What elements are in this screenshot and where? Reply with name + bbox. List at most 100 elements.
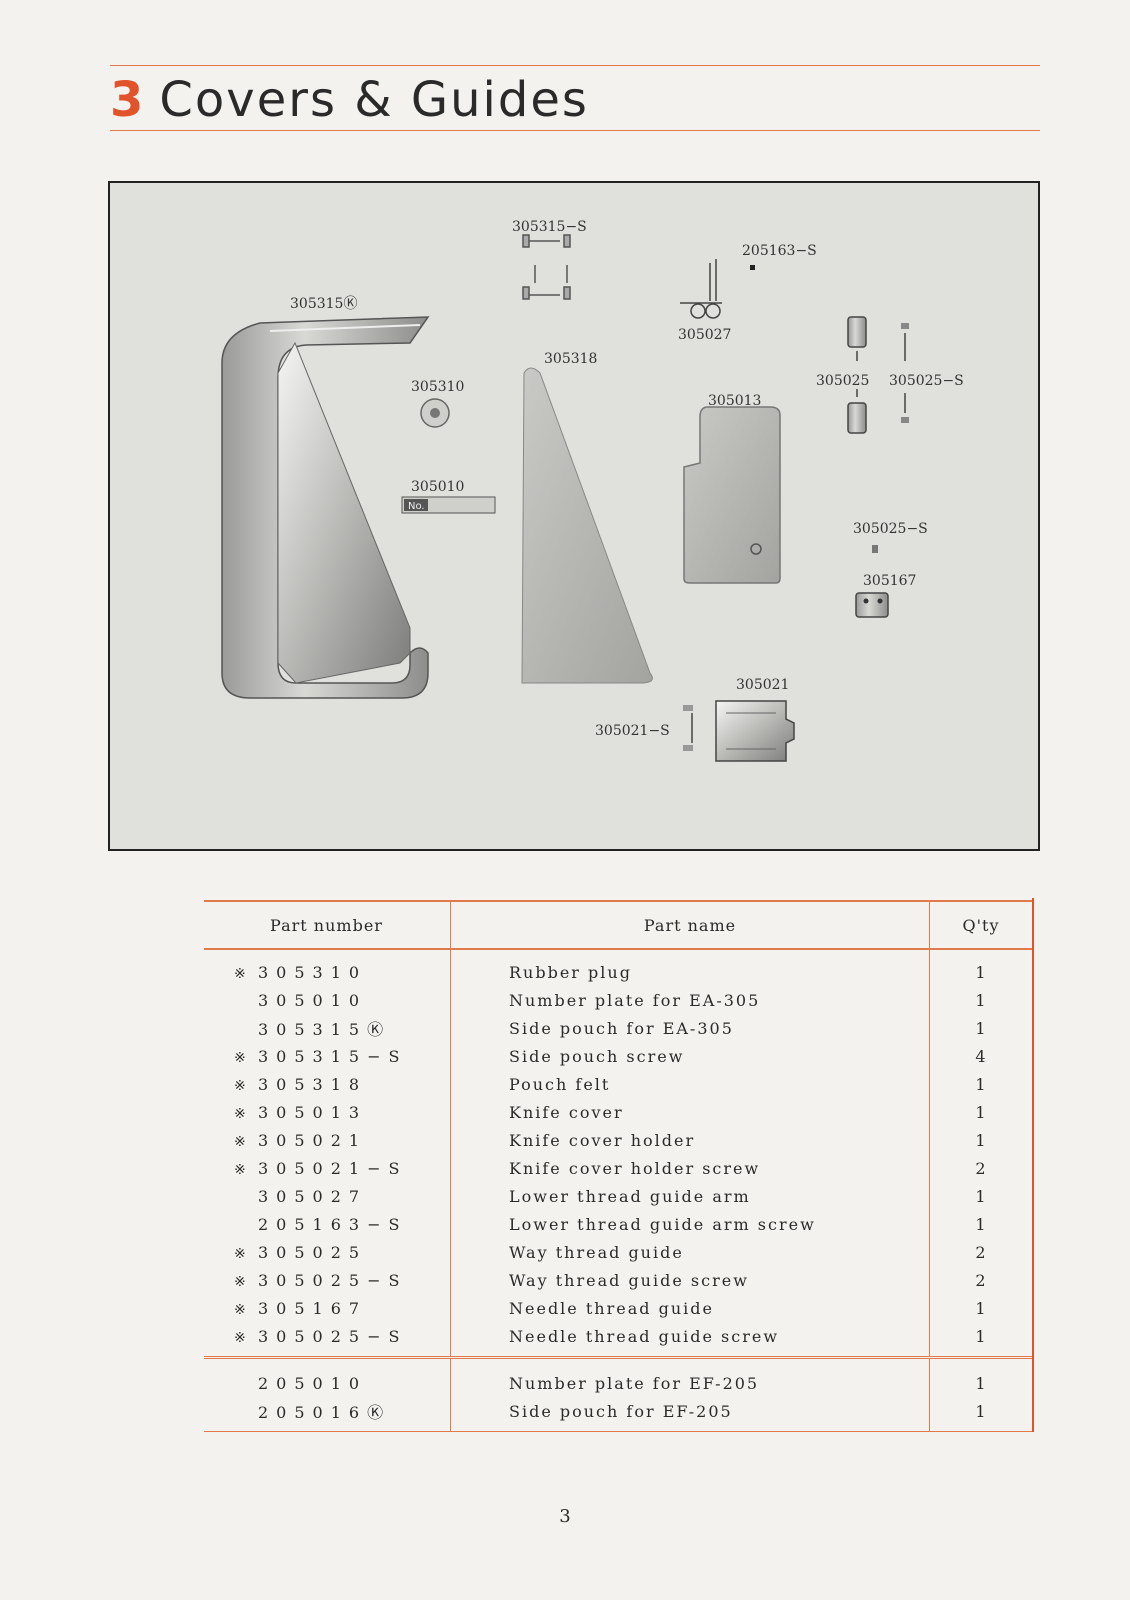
cell-part-name: Number plate for EF-205: [450, 1356, 930, 1397]
side-pouch-part: [221, 316, 430, 699]
parts-photo: No.: [108, 181, 1040, 851]
cell-part-number: ※ 305318: [204, 1070, 451, 1098]
cell-part-name: Knife cover holder screw: [450, 1154, 930, 1182]
part-number-text: 305315Ⓚ: [258, 1020, 392, 1039]
cell-part-number: ※ 305310: [204, 949, 451, 986]
cell-qty: 1: [929, 1098, 1032, 1126]
change-mark: ※: [234, 1301, 246, 1318]
cell-part-number: ※ 305021: [204, 1126, 451, 1154]
cell-qty: 1: [929, 949, 1032, 986]
cell-part-name: Number plate for EA-305: [450, 986, 930, 1014]
label-305315k: 305315Ⓚ: [290, 296, 358, 312]
part-number-text: 205163−S: [258, 1214, 408, 1234]
needle-thread-guide-part: [855, 592, 889, 618]
cell-part-name: Side pouch for EA-305: [450, 1014, 930, 1042]
cell-part-name: Pouch felt: [450, 1070, 930, 1098]
cell-qty: 1: [929, 1126, 1032, 1154]
cell-part-number: ※305025−S: [204, 1266, 451, 1294]
part-number-text: 205010: [258, 1373, 368, 1393]
change-mark: ※: [234, 1105, 246, 1122]
change-mark: ※: [234, 1161, 246, 1178]
cell-part-number: ※305021−S: [204, 1154, 451, 1182]
part-number-text: 305025−S: [258, 1326, 408, 1346]
label-305025: 305025: [816, 373, 870, 389]
table-right-border: [1032, 898, 1034, 1432]
part-number-text: 305027: [258, 1186, 368, 1206]
cell-qty: 1: [929, 986, 1032, 1014]
part-number-text: 305167: [258, 1298, 368, 1318]
header-qty: Q'ty: [929, 900, 1032, 950]
cell-part-name: Lower thread guide arm: [450, 1182, 930, 1210]
change-mark: ※: [234, 1245, 246, 1262]
cell-part-name: Knife cover holder: [450, 1126, 930, 1154]
cell-part-number: ※ 305025: [204, 1238, 451, 1266]
header-rule-top: [110, 65, 1040, 66]
change-mark: ※: [234, 965, 246, 982]
cell-qty: 1: [929, 1322, 1032, 1358]
cell-part-number: ※ 305013: [204, 1098, 451, 1126]
section-number: 3: [110, 72, 146, 128]
small-screw-part: [872, 545, 878, 553]
cell-part-number: 205010: [204, 1356, 451, 1397]
rubber-plug-part: [420, 398, 450, 428]
cell-part-number: 305010: [204, 986, 451, 1014]
change-mark: ※: [234, 1329, 246, 1346]
cell-part-name: Rubber plug: [450, 949, 930, 986]
label-305010: 305010: [411, 479, 465, 495]
part-number-text: 305315−S: [258, 1046, 408, 1066]
cell-part-number: ※ 305025−S: [204, 1322, 451, 1358]
lower-thread-guide-arm-part: [680, 259, 722, 319]
cell-part-name: Way thread guide: [450, 1238, 930, 1266]
lower-thread-guide-arm-screw-part: [750, 265, 755, 270]
change-mark: ※: [234, 1049, 246, 1066]
cell-qty: 1: [929, 1397, 1032, 1432]
side-pouch-screws-part: [522, 234, 571, 300]
label-305021: 305021: [736, 677, 790, 693]
cell-qty: 2: [929, 1154, 1032, 1182]
part-number-text: 205016Ⓚ: [258, 1403, 392, 1422]
cell-part-number: 205016Ⓚ: [204, 1397, 451, 1432]
cell-qty: 2: [929, 1238, 1032, 1266]
cell-qty: 1: [929, 1182, 1032, 1210]
label-305013: 305013: [708, 393, 762, 409]
part-number-text: 305318: [258, 1074, 368, 1094]
cell-part-name: Lower thread guide arm screw: [450, 1210, 930, 1238]
header-rule-bottom: [110, 130, 1040, 131]
cell-part-name: Needle thread guide: [450, 1294, 930, 1322]
cell-qty: 2: [929, 1266, 1032, 1294]
label-305025s-b: 305025−S: [853, 521, 928, 537]
knife-cover-holder-part: [683, 700, 795, 762]
label-305315s: 305315−S: [512, 219, 587, 235]
change-mark: ※: [234, 1077, 246, 1094]
part-number-text: 305021: [258, 1130, 368, 1150]
part-number-text: 305013: [258, 1102, 368, 1122]
cell-part-number: ※ 305315−S: [204, 1042, 451, 1070]
part-number-text: 305025−S: [258, 1270, 408, 1290]
cell-part-name: Way thread guide screw: [450, 1266, 930, 1294]
part-number-text: 305310: [258, 962, 368, 982]
cell-part-number: 305027: [204, 1182, 451, 1210]
change-mark: ※: [234, 1133, 246, 1150]
cell-part-number: ※ 305167: [204, 1294, 451, 1322]
part-number-text: 305025: [258, 1242, 368, 1262]
cell-part-number: 205163−S: [204, 1210, 451, 1238]
label-205163s: 205163−S: [742, 243, 817, 259]
cell-part-name: Needle thread guide screw: [450, 1322, 930, 1358]
label-305310: 305310: [411, 379, 465, 395]
cell-part-name: Side pouch for EF-205: [450, 1397, 930, 1432]
